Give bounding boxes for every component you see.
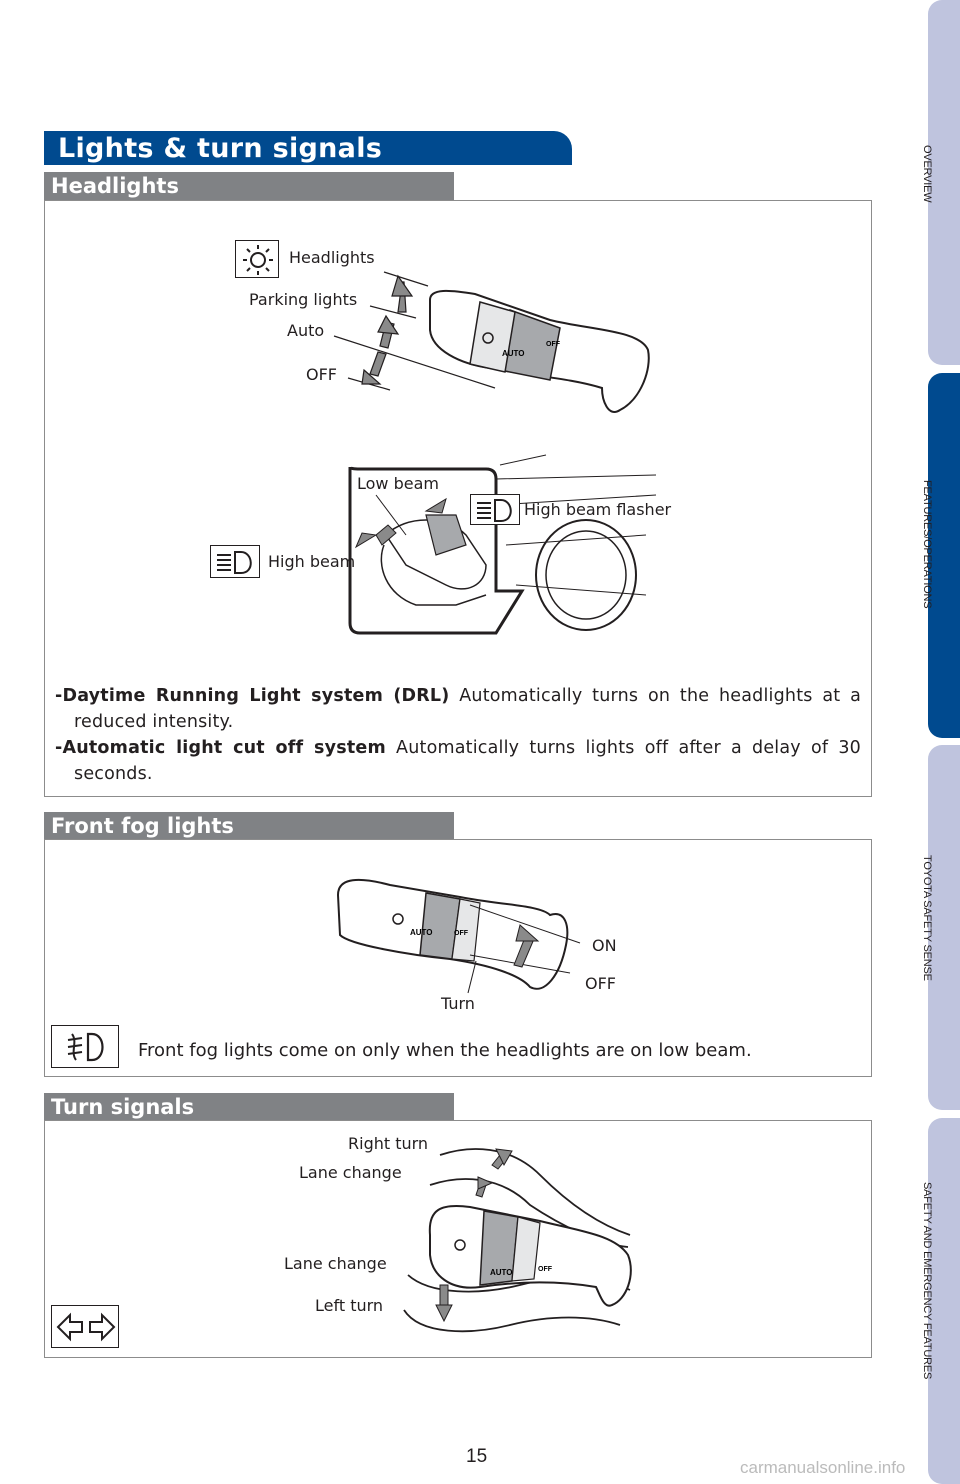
section-heading-headlights: Headlights (44, 172, 454, 200)
label-auto: Auto (287, 321, 325, 340)
headlight-stalk-illustration: AUTO OFF (333, 271, 650, 413)
tab-label-safety-emergency: Safety and Emergency Features (921, 1182, 933, 1380)
cutoff-text: Automatically turns lights off after a d… (74, 738, 862, 784)
label-fog-on: ON (592, 936, 617, 955)
headlight-notes: -Daytime Running Light system (DRL) Auto… (55, 683, 861, 787)
main-title-bar: Lights & turn signals (44, 131, 572, 165)
tab-label-toyota-safety-sense: Toyota Safety Sense (921, 855, 933, 981)
headlight-symbol-icon (235, 240, 279, 278)
section-heading-fog: Front fog lights (44, 812, 454, 840)
fog-note: Front fog lights come on only when the h… (138, 1040, 752, 1061)
fog-box (44, 839, 872, 1077)
headlights-box (44, 200, 872, 797)
turn-switch-mark-off: OFF (538, 1266, 553, 1273)
cutoff-title: -Automatic light cut off system (55, 738, 386, 758)
turn-signals-box (44, 1120, 872, 1358)
section-heading-label: Front fog lights (51, 814, 234, 838)
watermark: carmanualsonline.info (740, 1458, 906, 1477)
label-fog-off: OFF (585, 974, 616, 993)
label-left-turn: Left turn (315, 1296, 384, 1315)
tab-features-operations[interactable] (928, 373, 960, 738)
side-tabs (928, 0, 960, 1484)
label-low-beam: Low beam (357, 474, 439, 493)
drl-text: Automatically turns on the headlights at… (74, 686, 862, 732)
turn-signal-stalk-illustration: AUTO OFF (403, 1148, 632, 1333)
fog-switch-mark-auto: AUTO (410, 928, 433, 937)
page-number: 15 (466, 1446, 488, 1467)
page-title: Lights & turn signals (58, 133, 383, 164)
section-heading-turn-signals: Turn signals (44, 1093, 454, 1121)
tab-safety-emergency-features[interactable] (928, 1118, 960, 1484)
turn-signal-indicator-icon (51, 1305, 119, 1348)
label-high-beam-flasher: High beam flasher (524, 500, 672, 519)
label-fog-turn: Turn (441, 994, 475, 1013)
fog-light-icon (51, 1025, 119, 1068)
label-off: OFF (306, 365, 337, 384)
fog-stalk-illustration: AUTO OFF (336, 878, 581, 994)
label-high-beam: High beam (268, 552, 356, 571)
cutoff-note: -Automatic light cut off system Automati… (55, 735, 861, 787)
switch-mark-off: OFF (546, 341, 561, 348)
drl-title: -Daytime Running Light system (DRL) (55, 686, 450, 706)
drl-note: -Daytime Running Light system (DRL) Auto… (55, 683, 861, 735)
section-heading-label: Headlights (51, 174, 179, 198)
fog-switch-mark-off: OFF (454, 930, 469, 937)
tab-label-features-operations: Features/Operations (921, 480, 933, 609)
label-headlights: Headlights (289, 248, 375, 267)
label-lane-change-up: Lane change (299, 1163, 402, 1182)
high-beam-flasher-icon (470, 494, 520, 525)
label-parking-lights: Parking lights (249, 290, 358, 309)
turn-switch-mark-auto: AUTO (490, 1268, 513, 1277)
tab-overview[interactable] (928, 0, 960, 365)
switch-mark-auto: AUTO (502, 349, 525, 358)
tab-toyota-safety-sense[interactable] (928, 745, 960, 1110)
label-lane-change-down: Lane change (284, 1254, 387, 1273)
section-heading-label: Turn signals (51, 1095, 195, 1119)
high-beam-icon (210, 545, 260, 578)
label-right-turn: Right turn (348, 1134, 429, 1153)
tab-label-overview: Overview (921, 145, 933, 203)
